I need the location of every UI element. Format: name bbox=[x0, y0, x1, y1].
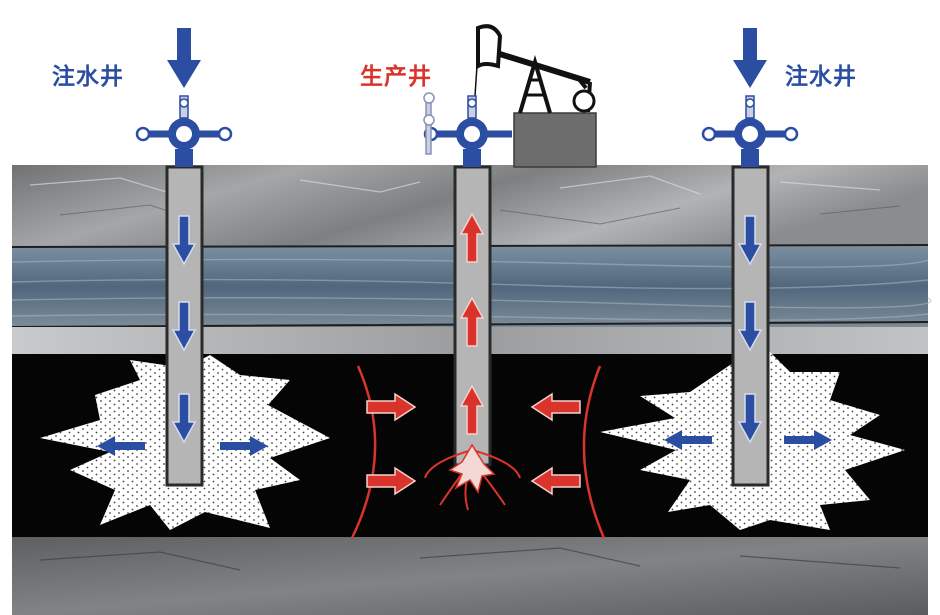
wellhead-valve-icon bbox=[423, 92, 512, 167]
arrow-left-icon bbox=[664, 430, 712, 450]
arrow-down-icon bbox=[737, 215, 763, 266]
pressure-arc-right bbox=[582, 365, 606, 539]
arrow-up-icon bbox=[459, 384, 485, 435]
arrow-down-icon bbox=[737, 393, 763, 444]
arrow-down-icon bbox=[171, 301, 197, 352]
fracture-burst bbox=[448, 443, 496, 494]
arrow-right-icon bbox=[366, 466, 417, 496]
arrow-up-icon bbox=[459, 212, 485, 263]
arrow-down-icon bbox=[733, 28, 767, 88]
pressure-arc-left bbox=[350, 365, 377, 539]
sweep-arrows bbox=[97, 430, 832, 456]
arrow-left-icon bbox=[97, 436, 145, 456]
pumpjack-icon bbox=[471, 24, 597, 168]
arrow-right-icon bbox=[366, 392, 417, 422]
converging-arrows bbox=[366, 392, 581, 496]
injection-arrows-right bbox=[737, 215, 763, 444]
injection-well-label-left: 注水井 bbox=[52, 64, 124, 90]
arrow-left-icon bbox=[530, 466, 581, 496]
injection-well-label-right: 注水井 bbox=[785, 64, 857, 90]
production-arrows bbox=[459, 212, 485, 435]
arrow-right-icon bbox=[220, 436, 268, 456]
arrow-down-icon bbox=[167, 28, 201, 88]
arrow-right-icon bbox=[784, 430, 832, 450]
arrow-down-icon bbox=[737, 301, 763, 352]
rock-layer-bottom bbox=[12, 537, 928, 615]
arrow-down-icon bbox=[171, 215, 197, 266]
production-well-label: 生产井 bbox=[360, 64, 432, 90]
arrow-down-icon bbox=[171, 393, 197, 444]
wellhead-valve-icon bbox=[701, 95, 799, 167]
wellhead-valve-icon bbox=[135, 95, 233, 167]
arrow-left-icon bbox=[530, 392, 581, 422]
arrow-up-icon bbox=[459, 296, 485, 347]
injection-arrows-left bbox=[171, 215, 197, 444]
pressure-arcs bbox=[350, 365, 606, 539]
